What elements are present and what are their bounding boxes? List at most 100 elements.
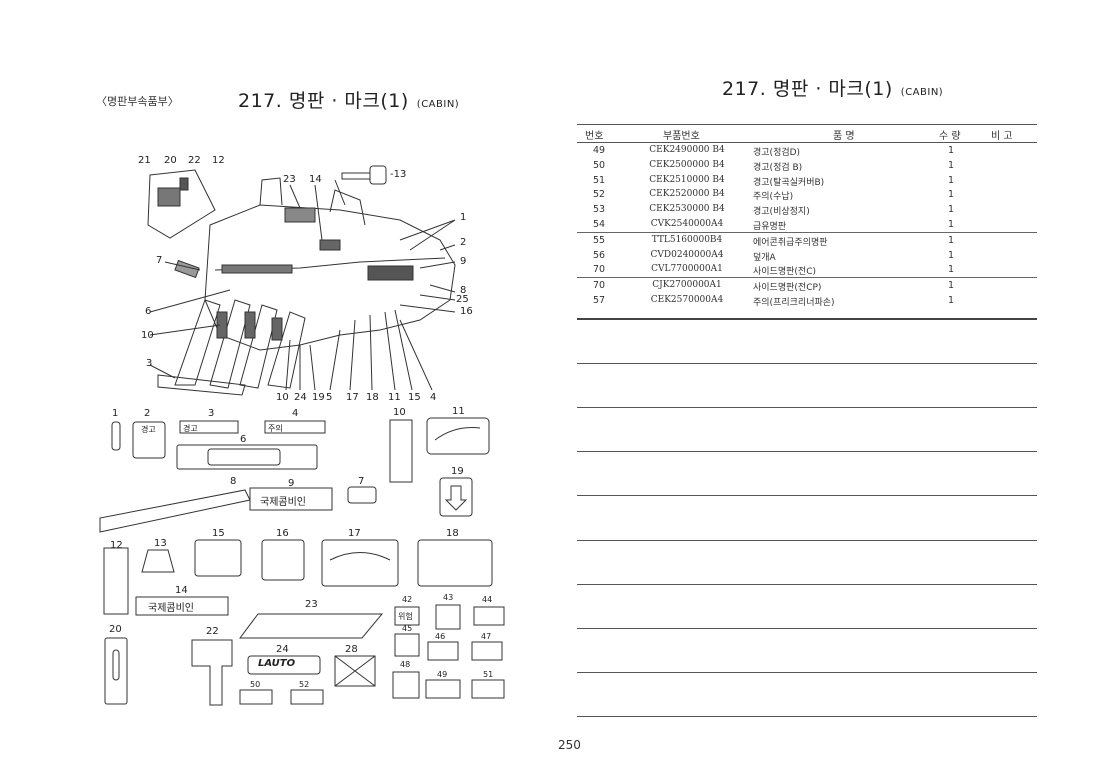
part-48-shape	[392, 671, 420, 699]
part-17-shape	[321, 539, 399, 587]
key-head	[369, 165, 387, 185]
row-no: 57	[592, 294, 606, 306]
part-16-shape	[261, 539, 305, 581]
callout-label: 1	[460, 212, 467, 223]
leader-lines-bottom	[285, 309, 433, 391]
part-number: 2	[144, 408, 151, 419]
header-remark: 비 고	[991, 131, 1013, 142]
row-part-no: CEK2570000A4	[650, 294, 724, 305]
right-page-title: 217. 명판 · 마크(1)(CABIN)	[722, 74, 943, 101]
plate-text-brand: 국제콤비인	[260, 497, 306, 508]
control-plate	[319, 239, 341, 251]
parts-diagram	[99, 165, 505, 706]
part-11-drawing	[434, 427, 481, 441]
part-number: 4	[292, 408, 299, 419]
row-qty: 1	[947, 280, 955, 292]
row-qty: 1	[947, 294, 955, 306]
row-part-no: CEK2530000 B4	[649, 204, 725, 215]
row-qty: 1	[947, 249, 955, 261]
part-number: 7	[358, 476, 365, 487]
header-qty: 수 량	[939, 131, 961, 142]
cabin-post	[259, 177, 283, 206]
callout-label: 20	[164, 155, 177, 166]
part-number: 46	[435, 632, 446, 641]
part-number: 12	[110, 540, 123, 551]
part-number: 3	[208, 408, 215, 419]
table-bottom-rule	[577, 318, 1037, 320]
part-22-shape	[191, 639, 233, 706]
callout-label: 10	[141, 330, 154, 341]
plate-text-caution: 주의	[268, 424, 283, 433]
row-qty: 1	[947, 234, 955, 246]
part-1-shape	[111, 421, 121, 451]
part-6-inner	[207, 448, 281, 466]
part-number: 15	[212, 528, 225, 539]
part-13-shape	[141, 549, 175, 573]
body-stripe-plate	[221, 264, 293, 274]
part-11-shape	[426, 417, 490, 455]
part-number: 9	[288, 478, 295, 489]
part-2-shape	[132, 421, 166, 459]
row-qty: 1	[947, 159, 955, 171]
callout-label: 3	[146, 358, 153, 369]
left-title-sub: (CABIN)	[416, 99, 460, 110]
row-qty: 1	[947, 218, 955, 230]
part-47-shape	[471, 641, 503, 661]
part-number: 43	[443, 593, 454, 602]
part-number: 10	[393, 407, 406, 418]
callout-label: 7	[156, 255, 163, 266]
part-number: 20	[109, 624, 122, 635]
callout-label: 23	[283, 174, 296, 185]
row-name: 에어콘취급주의명판	[753, 237, 828, 248]
callout-label: 19	[312, 392, 325, 403]
callout-label: 9	[460, 256, 467, 267]
part-51-shape	[471, 679, 505, 699]
callout-label: 17	[346, 392, 359, 403]
part-43-shape	[435, 604, 461, 630]
ruled-line	[577, 584, 1037, 585]
harvester-body-outline	[204, 204, 456, 351]
leader-lines-left	[149, 261, 231, 379]
callout-label: 14	[309, 174, 322, 185]
part-17-drawing	[329, 552, 391, 561]
row-no: 50	[592, 159, 606, 171]
side-plate-marked	[367, 265, 414, 281]
row-name: 주의(프리크리너파손)	[753, 297, 835, 308]
row-no: 56	[592, 249, 606, 261]
row-part-no: CVL7700000A1	[651, 264, 723, 275]
cabin-inset-plate	[157, 187, 181, 207]
part-19-shape	[439, 477, 473, 517]
row-qty: 1	[947, 174, 955, 186]
part-28-shape	[334, 655, 376, 687]
callout-label: 21	[138, 155, 151, 166]
row-qty: 1	[947, 264, 955, 276]
plate-text-danger: 위험	[398, 612, 413, 621]
row-part-no: CJK2700000A1	[652, 280, 722, 291]
divider-plate	[271, 317, 283, 341]
header-part-no: 부품번호	[663, 131, 700, 142]
key-shaft	[341, 172, 371, 180]
part-49-shape	[425, 679, 461, 699]
part-42-shape	[394, 606, 420, 626]
part-number: 18	[446, 528, 459, 539]
leader-lines-top	[289, 179, 346, 241]
part-number: 48	[400, 660, 411, 669]
part-7-shape	[347, 486, 377, 504]
part-number: 45	[402, 624, 413, 633]
row-name: 덮개A	[753, 252, 776, 263]
part-3-shape	[179, 420, 239, 434]
part-18-shape	[417, 539, 493, 587]
section-label: 〈명판부속품부〉	[96, 95, 179, 108]
row-part-no: CEK2490000 B4	[649, 145, 725, 155]
part-12-shape	[103, 547, 129, 615]
table-header: 번호 부품번호 품 명 수 량 비 고	[577, 124, 1037, 143]
part-44-shape	[473, 606, 505, 626]
row-name: 주의(수납)	[753, 192, 794, 203]
row-name: 경고(비상정지)	[753, 207, 810, 218]
part-number: 49	[437, 670, 448, 679]
row-part-no: TTL5160000B4	[651, 234, 723, 245]
